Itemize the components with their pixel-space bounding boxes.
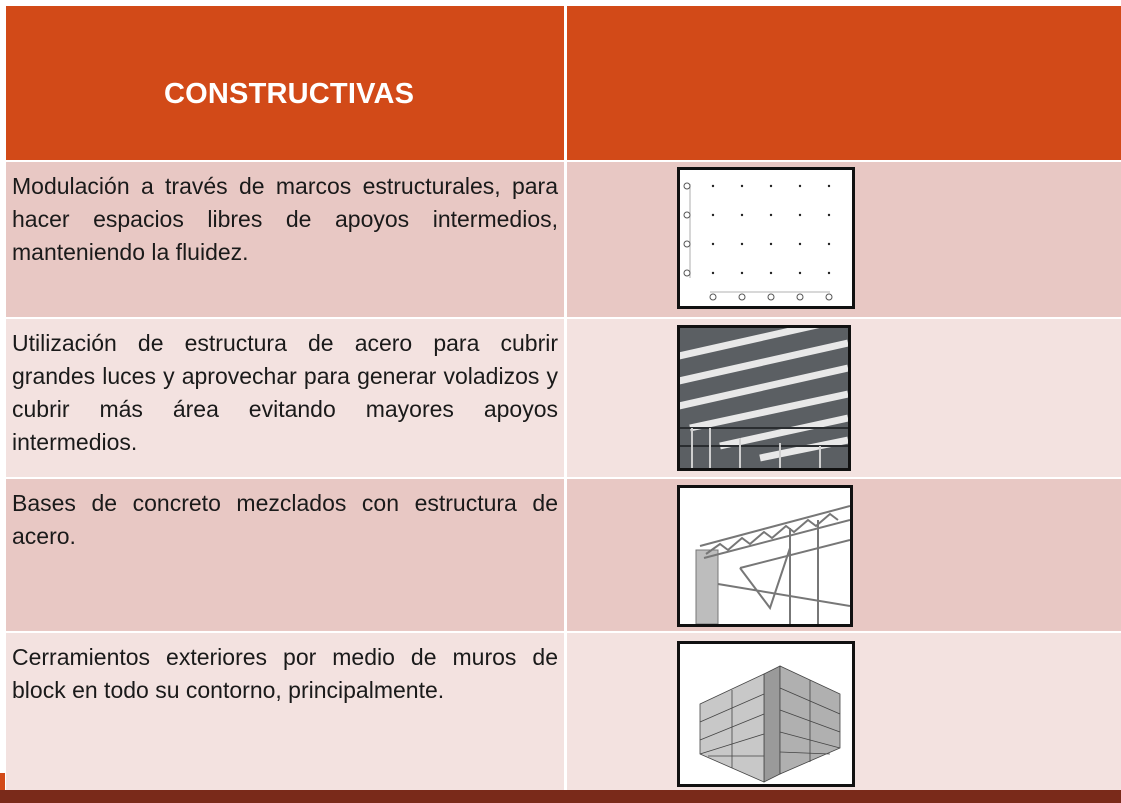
image-cell (567, 162, 1121, 317)
header-cell-left: CONSTRUCTIVAS (6, 6, 564, 160)
row-text: Utilización de estructura de acero para … (12, 330, 558, 455)
row-text: Bases de concreto mezclados con estructu… (12, 490, 558, 549)
header-cell-right (567, 6, 1121, 160)
text-cell: Bases de concreto mezclados con estructu… (6, 479, 564, 631)
row-text: Cerramientos exteriores por medio de mur… (12, 644, 558, 703)
row-text: Modulación a través de marcos estructura… (12, 173, 558, 265)
structural-grid-plan-icon (677, 167, 855, 309)
table-row: Bases de concreto mezclados con estructu… (6, 479, 1121, 631)
steel-roof-structure-icon (677, 325, 851, 471)
steel-truss-on-concrete-icon (677, 485, 853, 627)
table-row: Modulación a través de marcos estructura… (6, 162, 1121, 317)
image-cell (567, 633, 1121, 790)
text-cell: Cerramientos exteriores por medio de mur… (6, 633, 564, 790)
table-row: Utilización de estructura de acero para … (6, 319, 1121, 477)
block-wall-corner-icon (677, 641, 855, 787)
footer-bar (0, 790, 1121, 803)
footer-accent (0, 773, 5, 793)
text-cell: Utilización de estructura de acero para … (6, 319, 564, 477)
table-row: Cerramientos exteriores por medio de mur… (6, 633, 1121, 790)
image-cell (567, 479, 1121, 631)
image-cell (567, 319, 1121, 477)
text-cell: Modulación a través de marcos estructura… (6, 162, 564, 317)
header-title: CONSTRUCTIVAS (164, 78, 415, 110)
